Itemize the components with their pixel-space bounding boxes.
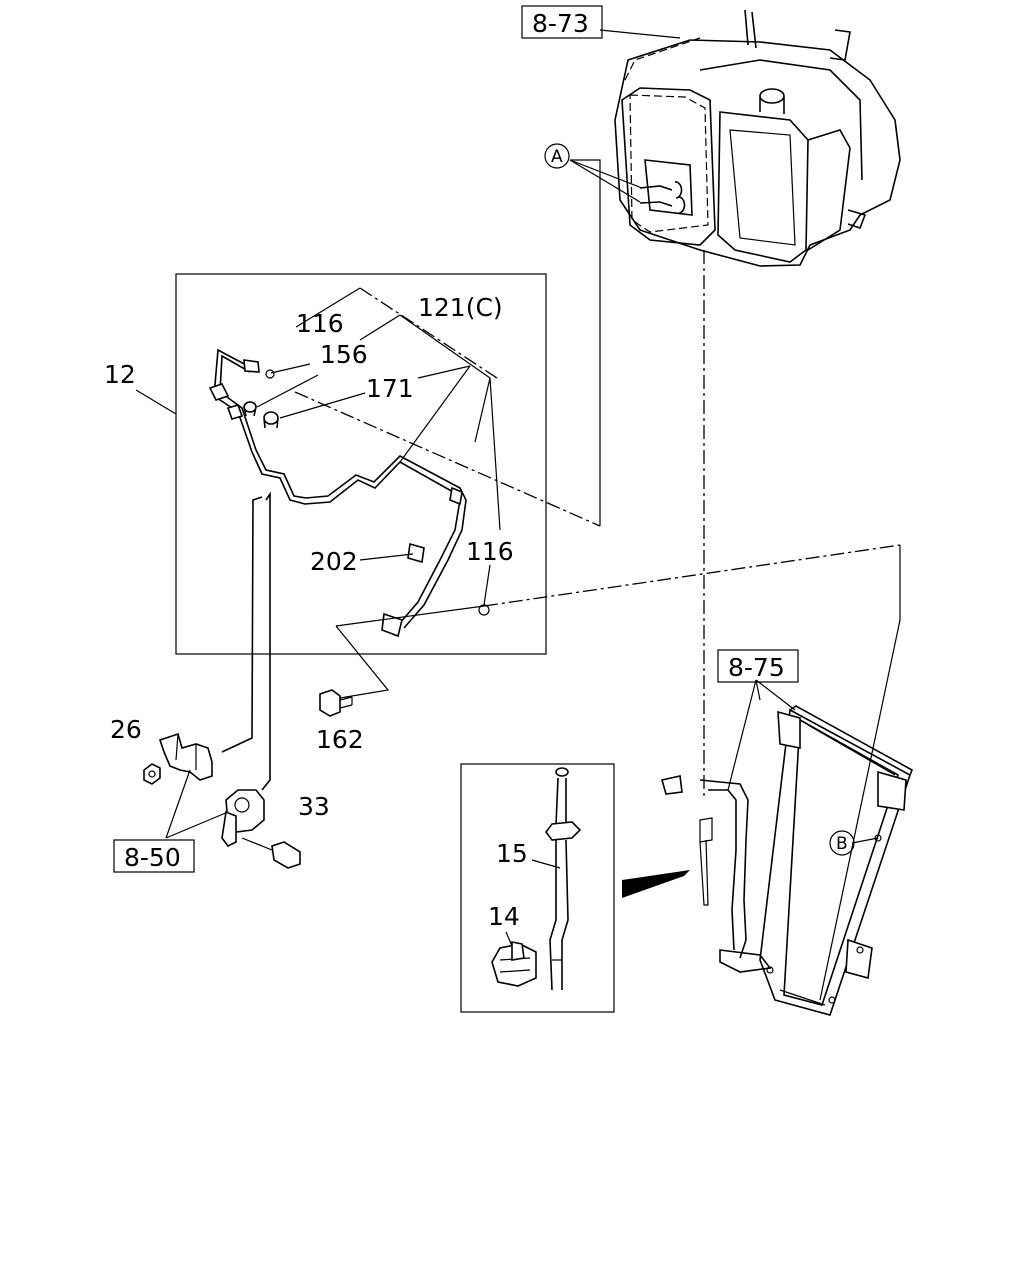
ref-8-75: 8-75 [717,649,799,683]
callout-171: 171 [366,374,414,403]
bolt-162-drawing [319,689,353,717]
callout-156: 156 [320,340,368,369]
evaporator-unit-drawing [614,9,901,267]
inset-parts-drawing [491,767,582,991]
callout-116-lower: 116 [466,537,514,566]
ref-8-75-label: 8-75 [728,653,785,682]
marker-a: A [544,143,570,169]
marker-b-label: B [836,834,848,854]
ref-8-73: 8-73 [521,5,603,39]
condenser-drawing [660,705,914,1016]
callout-162: 162 [316,725,364,754]
callout-202: 202 [310,547,358,576]
callout-121c: 121(C) [418,293,503,322]
inset-arrow [622,870,690,898]
clamp-26-drawing [143,732,213,785]
callout-14: 14 [488,902,520,931]
pipe-assembly-drawing [208,348,490,638]
callout-15: 15 [496,839,528,868]
inset-box [460,763,615,1013]
callout-26: 26 [110,715,142,744]
assembly-box-12 [175,273,547,655]
callout-33: 33 [298,792,330,821]
ref-8-73-label: 8-73 [532,9,589,38]
marker-b: B [829,830,855,856]
marker-a-label: A [551,147,563,167]
clamp-33-drawing [221,789,301,869]
ref-8-50: 8-50 [113,839,195,873]
callout-116-upper: 116 [296,309,344,338]
ref-8-50-label: 8-50 [124,843,181,872]
callout-12: 12 [104,360,136,389]
